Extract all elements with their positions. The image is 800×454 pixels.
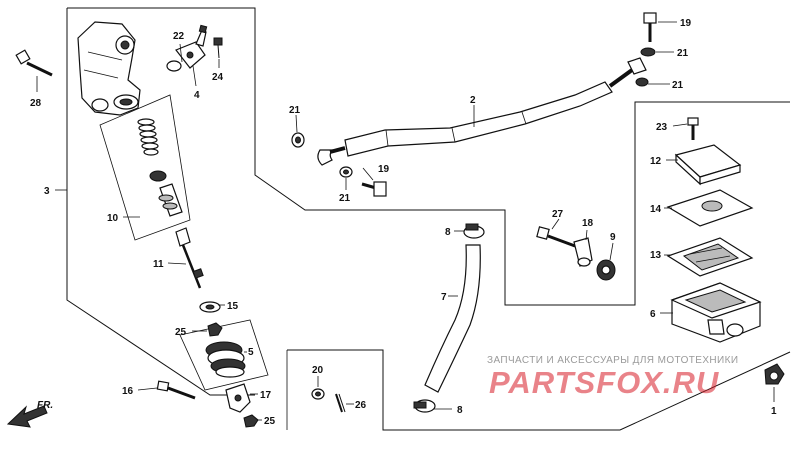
lock-nut [207, 322, 223, 337]
primary-cup [149, 170, 167, 182]
callout: 20 [312, 365, 324, 376]
outline-boot-kit [179, 319, 269, 391]
reservoir [670, 282, 762, 343]
callout: 6 [650, 309, 656, 320]
reservoir-bolt [536, 226, 576, 248]
front-direction-arrow [6, 405, 48, 428]
sealing-washer-top [640, 47, 656, 57]
callout: 1 [771, 406, 777, 417]
watermark-caption: ЗАПЧАСТИ И АКСЕССУАРЫ ДЛЯ МОТОТЕХНИКИ [487, 355, 739, 366]
callout: 15 [227, 301, 239, 312]
push-rod [175, 227, 204, 289]
callout: 17 [260, 390, 272, 401]
callout: 19 [680, 18, 692, 29]
sealing-washer-mid [635, 77, 649, 87]
callout: 11 [153, 259, 164, 270]
callout: 16 [122, 386, 134, 397]
joint-pin [156, 380, 196, 400]
callout: 12 [650, 156, 662, 167]
joint-nut [243, 414, 259, 428]
reservoir-hose [424, 244, 481, 393]
callout: 19 [378, 164, 390, 175]
grommet [573, 237, 593, 267]
front-label: FR. [37, 400, 53, 411]
callout: 22 [173, 31, 185, 42]
banjo-bolt-top [643, 12, 657, 42]
brake-hose [317, 57, 647, 166]
dust-boot [205, 341, 246, 378]
callout: 9 [610, 232, 616, 243]
callout: 2 [470, 95, 476, 106]
reservoir-cap [674, 144, 742, 186]
callout: 26 [355, 400, 367, 411]
outline-lower-box [287, 349, 791, 431]
piston [158, 183, 183, 217]
callout: 25 [175, 327, 187, 338]
callout: 27 [552, 209, 564, 220]
cotter-pin [335, 393, 346, 413]
callout: 21 [339, 193, 351, 204]
callout: 3 [44, 186, 50, 197]
leader-lines [36, 21, 775, 421]
callout: 21 [672, 80, 684, 91]
callout: 24 [212, 72, 224, 83]
watermark-logo: PARTSFOX.RU [489, 365, 720, 400]
callout: 21 [289, 105, 301, 116]
banjo-bolt-lower [361, 181, 387, 197]
cap-screw [687, 117, 699, 140]
hose-clamp-bottom [413, 399, 436, 413]
reservoir-joint [175, 24, 208, 69]
callout: 21 [677, 48, 689, 59]
push-rod-joint [225, 383, 251, 413]
callout-numbers: 1 2 3 4 5 6 7 8 8 9 10 11 12 13 14 15 16… [30, 18, 777, 427]
callout: 7 [441, 292, 447, 303]
callout: 23 [656, 122, 668, 133]
plate [666, 189, 754, 227]
callout: 28 [30, 98, 42, 109]
diaphragm [666, 237, 754, 277]
callout: 8 [457, 405, 463, 416]
master-cylinder-body [77, 21, 141, 116]
o-ring [166, 60, 182, 72]
piston-spring [137, 118, 159, 156]
hose-clamp-top [463, 223, 485, 239]
mounting-bolt [15, 49, 53, 77]
collar [596, 259, 616, 281]
callout: 25 [264, 416, 276, 427]
callout: 5 [248, 347, 254, 358]
callout: 14 [650, 204, 662, 215]
cap [764, 363, 785, 385]
callout: 4 [194, 90, 200, 101]
outline-piston-kit [99, 94, 191, 241]
callout: 8 [445, 227, 451, 238]
outline-master-cylinder [67, 7, 790, 306]
callout: 13 [650, 250, 662, 261]
callout: 18 [582, 218, 594, 229]
callout: 10 [107, 213, 119, 224]
joint-screw [213, 37, 223, 59]
